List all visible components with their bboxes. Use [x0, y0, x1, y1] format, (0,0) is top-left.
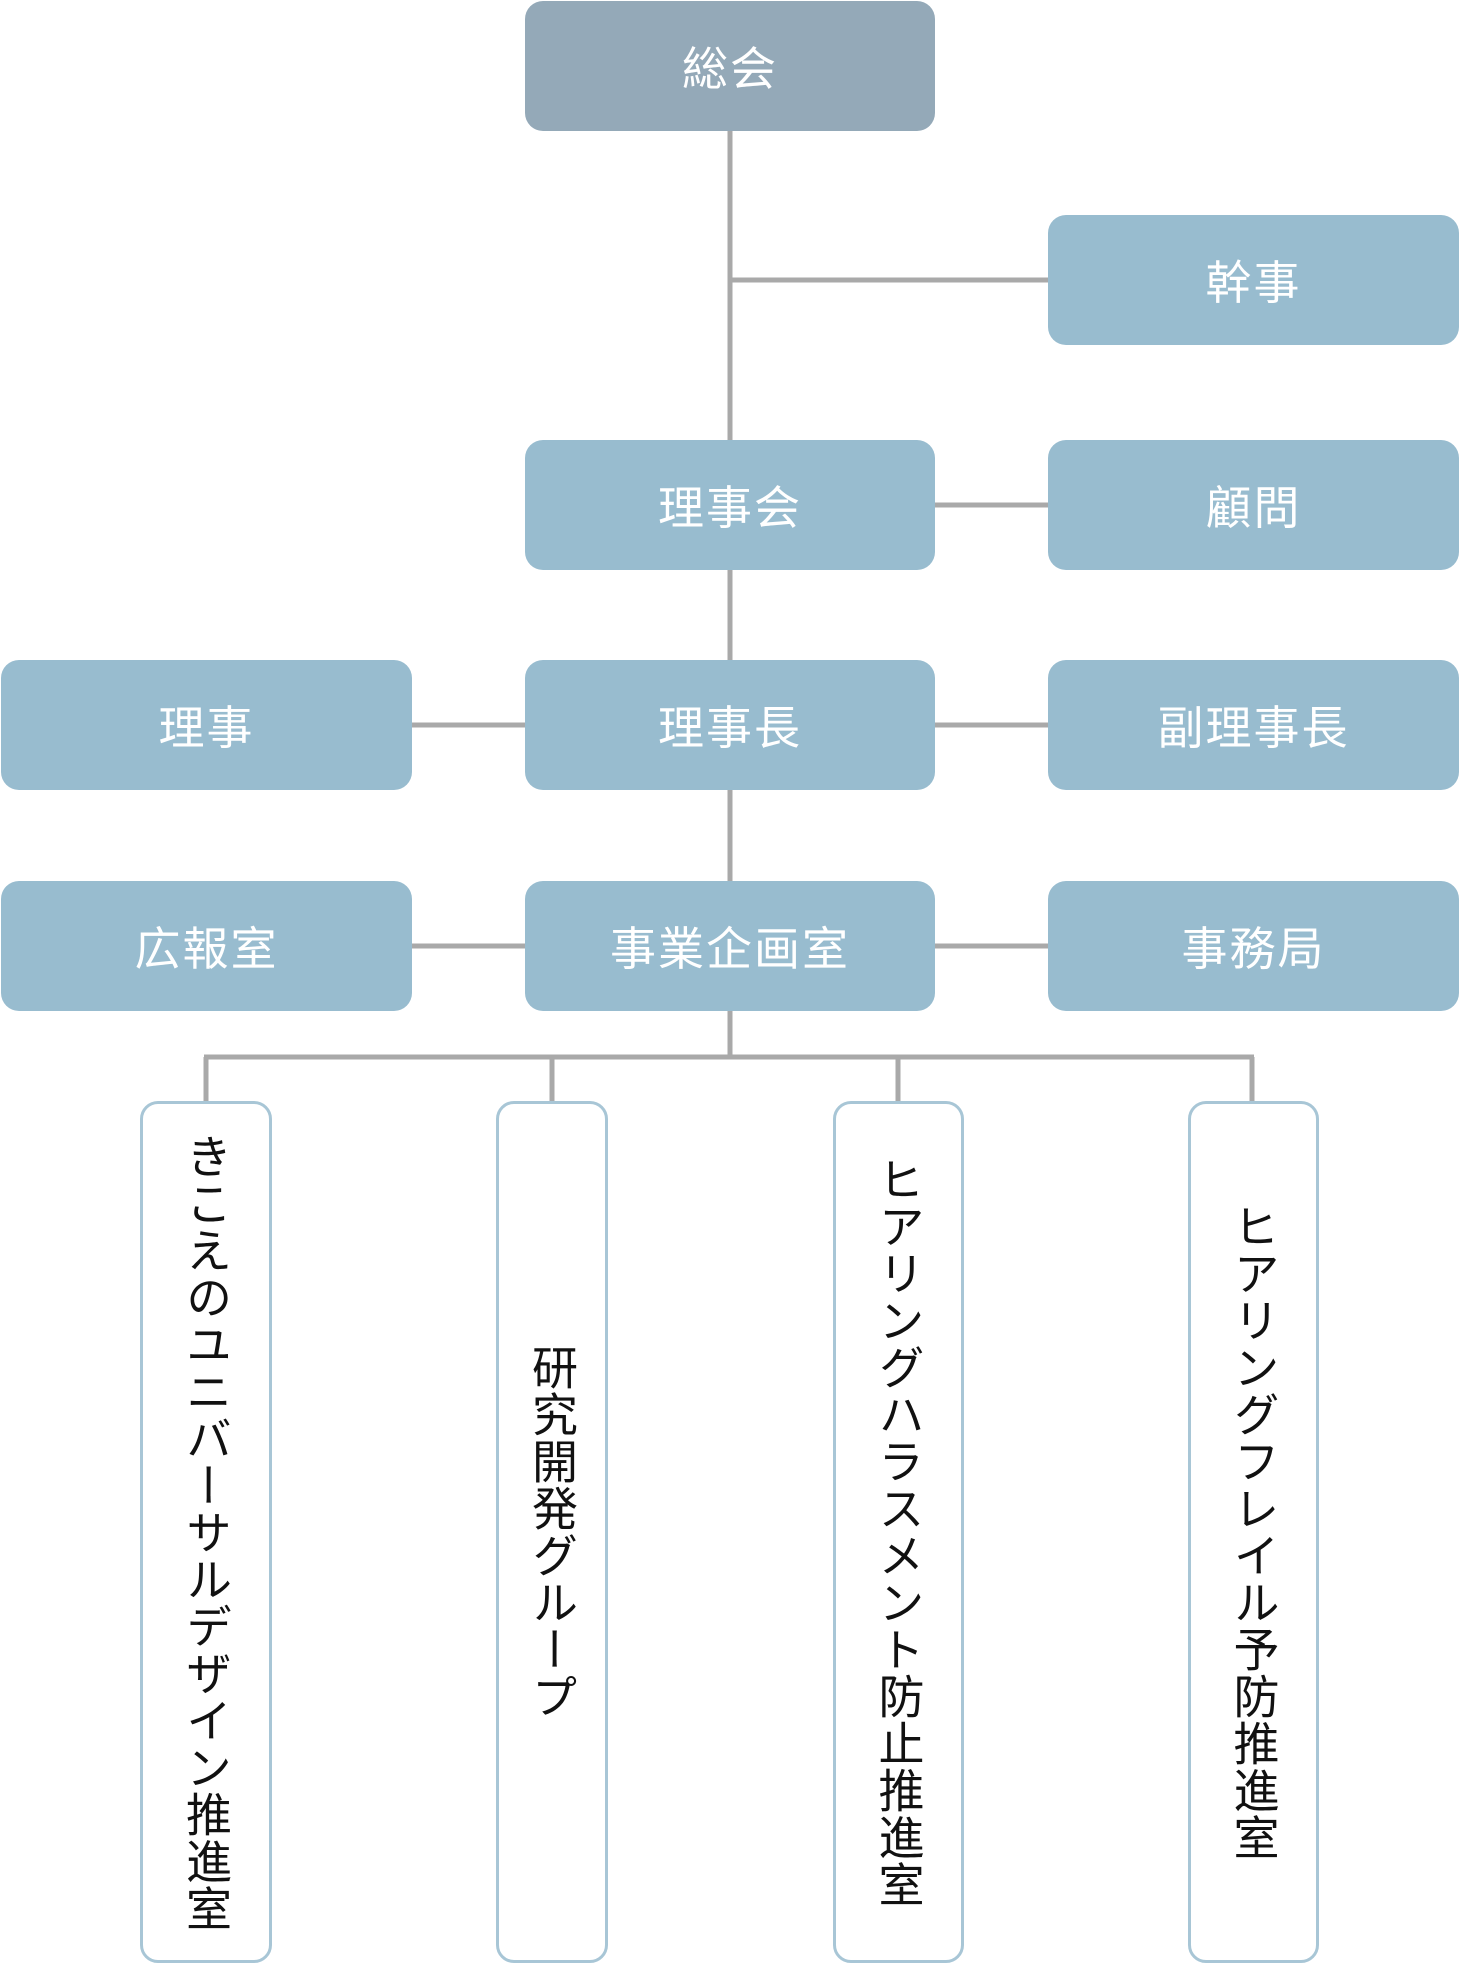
group-hearing-frail-label: ヒアリングフレイル予防推進室 — [1226, 1203, 1281, 1861]
node-rijikai: 理事会 — [525, 440, 935, 570]
node-komon: 顧問 — [1048, 440, 1459, 570]
node-rijikai-label: 理事会 — [658, 481, 802, 535]
node-kouhou: 広報室 — [1, 881, 412, 1011]
node-soukai-label: 総会 — [682, 42, 778, 96]
node-fukurijichou: 副理事長 — [1048, 660, 1459, 790]
group-kenkyu-label: 研究開発グループ — [525, 1344, 579, 1720]
node-jigyou-label: 事業企画室 — [610, 922, 850, 976]
node-riji: 理事 — [1, 660, 412, 790]
group-hearing-harassment: ヒアリングハラスメント防止推進室 — [833, 1101, 964, 1963]
node-soukai: 総会 — [525, 1, 935, 131]
node-kanji: 幹事 — [1048, 215, 1459, 345]
group-kenkyu: 研究開発グループ — [496, 1101, 608, 1963]
node-jimukyoku: 事務局 — [1048, 881, 1459, 1011]
node-rijichou: 理事長 — [525, 660, 935, 790]
node-fukurijichou-label: 副理事長 — [1157, 701, 1350, 755]
node-komon-label: 顧問 — [1205, 481, 1302, 535]
group-hearing-harassment-label: ヒアリングハラスメント防止推進室 — [871, 1156, 926, 1908]
group-kikoe-ud-label: きこえのユニバーサルデザイン推進室 — [179, 1132, 233, 1932]
group-hearing-frail: ヒアリングフレイル予防推進室 — [1188, 1101, 1319, 1963]
group-kikoe-ud: きこえのユニバーサルデザイン推進室 — [140, 1101, 272, 1963]
node-jigyou: 事業企画室 — [525, 881, 935, 1011]
node-rijichou-label: 理事長 — [658, 701, 802, 755]
node-kanji-label: 幹事 — [1205, 256, 1302, 310]
node-kouhou-label: 広報室 — [134, 922, 279, 976]
node-riji-label: 理事 — [158, 701, 255, 755]
node-jimukyoku-label: 事務局 — [1181, 922, 1326, 976]
